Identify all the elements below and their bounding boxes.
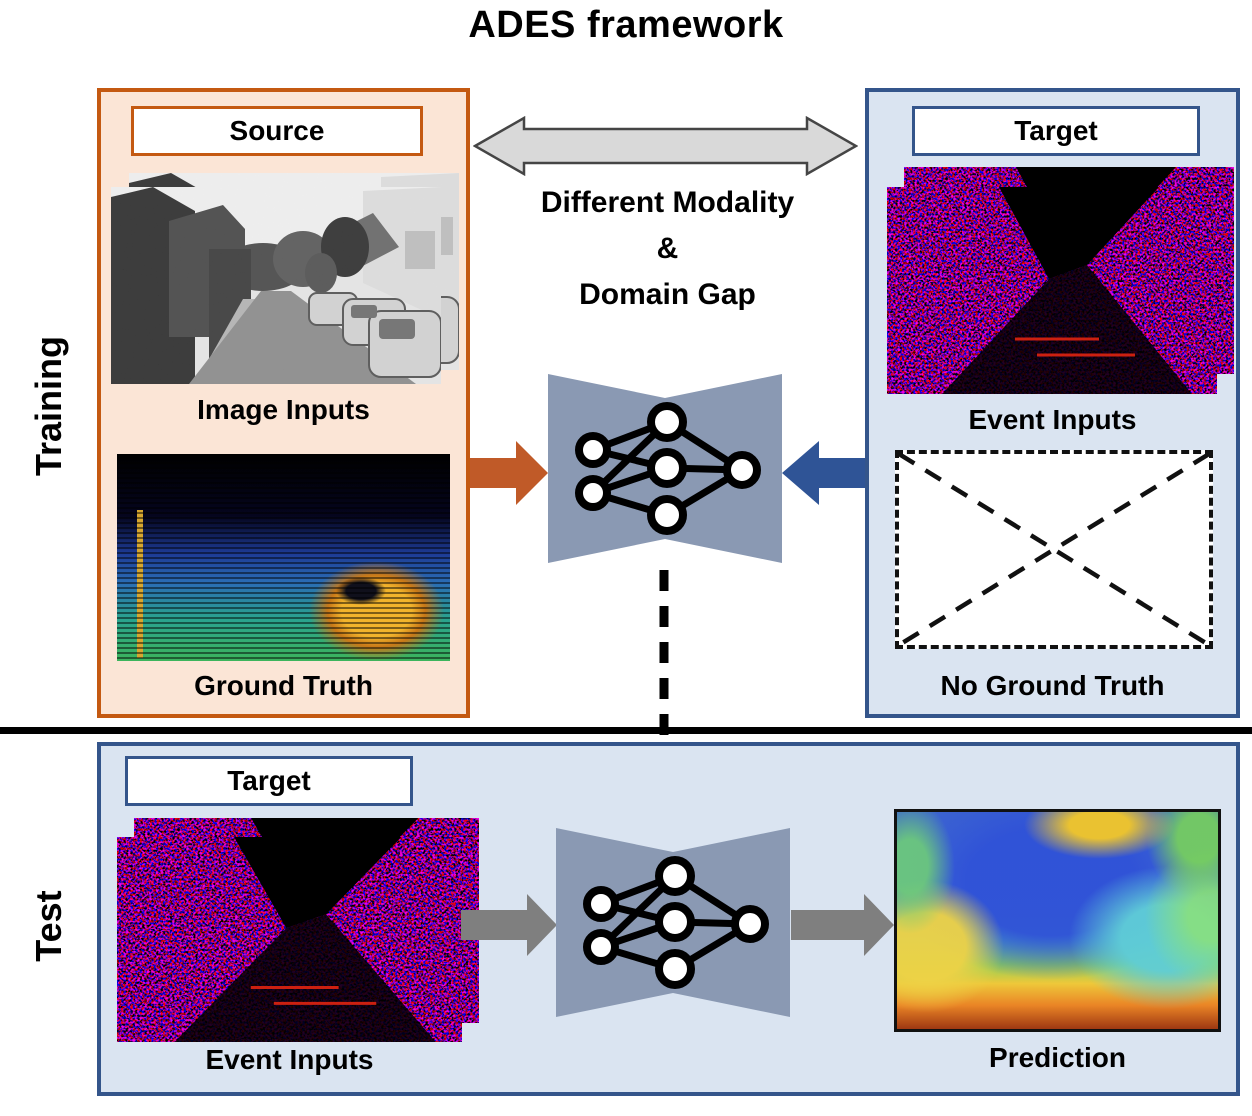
test-target-panel-label: Target — [125, 756, 413, 806]
gap-text-line2: & — [656, 232, 679, 265]
test-event-inputs-stack — [117, 818, 481, 1044]
crossed-out-icon — [899, 454, 1209, 645]
image-inputs-caption: Image Inputs — [197, 394, 370, 425]
event-inputs-stack — [887, 167, 1234, 395]
section-divider — [0, 727, 1252, 734]
target-panel-label: Target — [912, 106, 1200, 156]
event-input-front — [887, 187, 1217, 394]
no-ground-truth-box — [895, 450, 1213, 649]
test-input-arrow-icon — [461, 894, 557, 956]
target-to-network-arrow-icon — [782, 441, 865, 505]
test-target-panel: Target Event Inputs Prediction — [97, 742, 1240, 1096]
source-panel: Source Image Inputs Ground Truth — [97, 88, 470, 718]
ground-truth-caption: Ground Truth — [194, 670, 373, 701]
image-inputs-stack — [111, 173, 461, 385]
source-to-network-arrow-icon — [470, 441, 548, 505]
gap-text-line1: Different Modality — [540, 186, 795, 219]
diagram-title: ADES framework — [468, 4, 784, 46]
image-input-front — [111, 187, 441, 384]
gap-text: Different Modality & Domain Gap — [470, 180, 865, 318]
test-row-label: Test — [28, 890, 69, 962]
gap-text-line3: Domain Gap — [579, 278, 756, 311]
modality-gap-double-arrow-icon — [473, 116, 858, 176]
test-output-arrow-icon — [791, 894, 894, 956]
test-network-icon — [556, 828, 790, 1017]
test-event-inputs-caption: Event Inputs — [205, 1044, 374, 1075]
event-inputs-caption: Event Inputs — [968, 404, 1137, 435]
ground-truth-image — [117, 454, 450, 661]
source-panel-label: Source — [131, 106, 423, 156]
test-event-input-front — [117, 837, 462, 1042]
training-network-icon — [548, 374, 782, 563]
no-ground-truth-caption: No Ground Truth — [940, 670, 1165, 701]
prediction-image — [894, 809, 1221, 1032]
prediction-caption: Prediction — [989, 1042, 1126, 1073]
training-row-label: Training — [28, 336, 69, 477]
target-panel-training: Target Event Inputs No Ground Truth — [865, 88, 1240, 718]
